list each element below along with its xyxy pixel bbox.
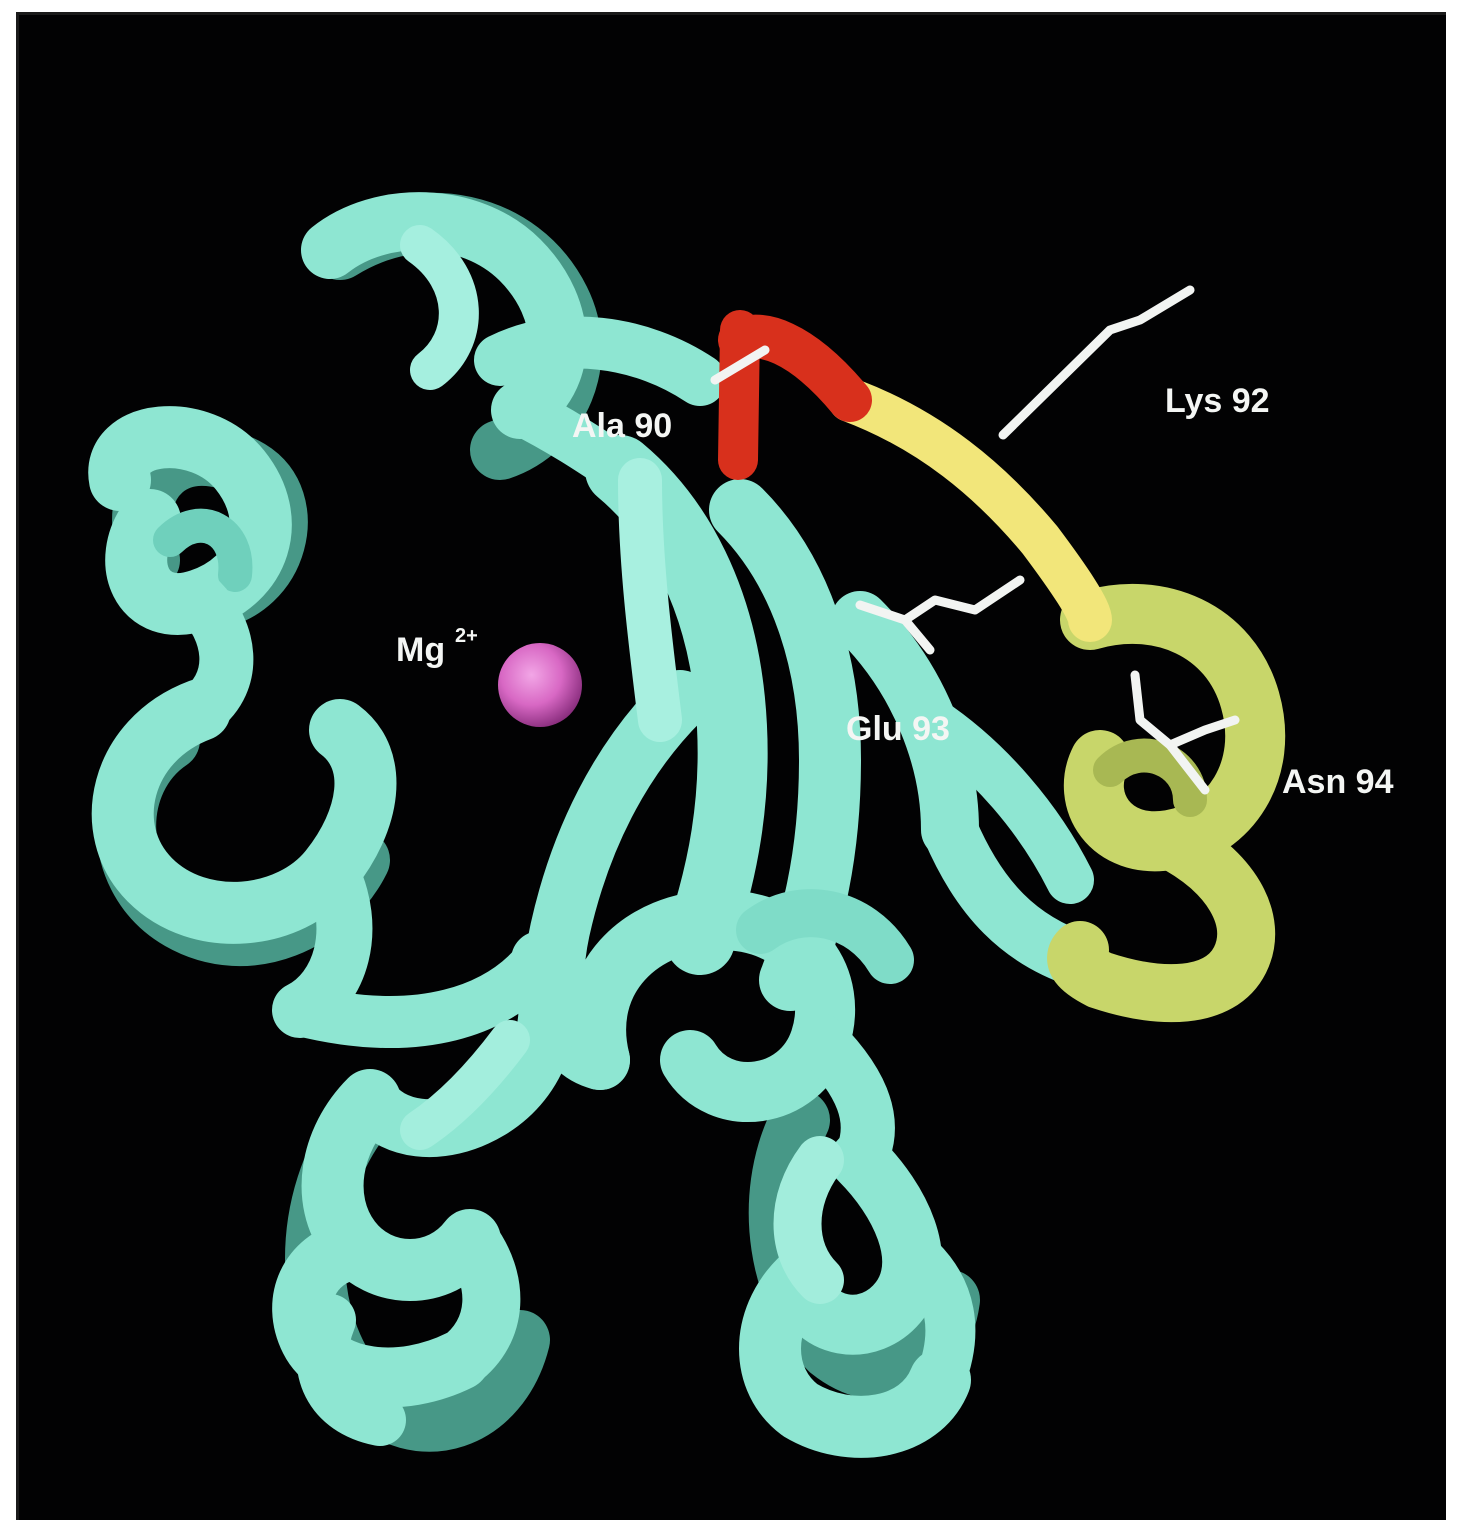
label-glu-93: Glu 93: [846, 710, 950, 748]
label-ala-90: Ala 90: [572, 407, 672, 445]
label-lys-92: Lys 92: [1165, 382, 1270, 420]
label-mg: Mg: [396, 631, 445, 669]
side-chain-glu: [860, 580, 1020, 620]
olive-helix-segment: [1076, 614, 1255, 993]
yellow-loop-segment: [850, 400, 1090, 620]
mg-ion-sphere-icon: [498, 643, 582, 727]
protein-ribbon: [119, 221, 1080, 1427]
red-segment-vertical: [738, 330, 740, 460]
label-asn-94: Asn 94: [1282, 763, 1394, 801]
side-chain-lys: [1003, 290, 1190, 435]
label-mg-charge: 2+: [455, 625, 478, 647]
